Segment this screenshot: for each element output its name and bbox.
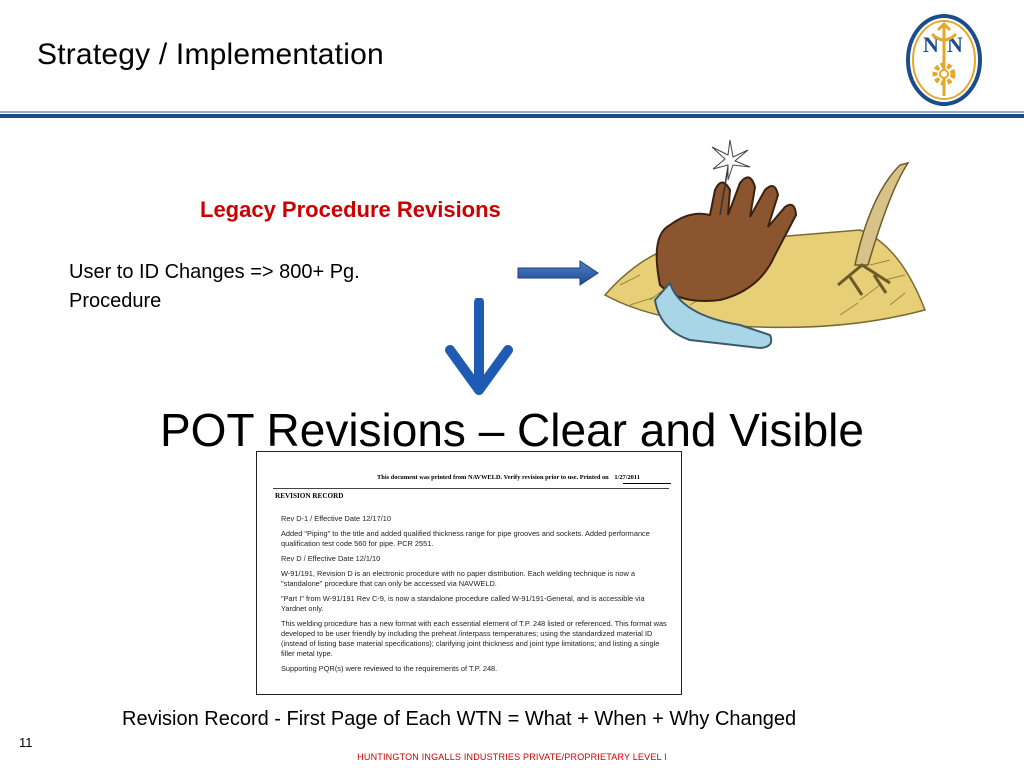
- doc-record-title: REVISION RECORD: [275, 492, 344, 500]
- nn-trident-gear-logo-icon: N N: [906, 14, 982, 106]
- body-text: User to ID Changes => 800+ Pg. Procedure: [69, 258, 469, 316]
- doc-paragraph: Added "Piping" to the title and added qu…: [281, 529, 650, 548]
- doc-banner-text: This document was printed from NAVWELD. …: [377, 474, 609, 481]
- doc-paragraph: This welding procedure has a new format …: [281, 619, 667, 658]
- doc-banner-underline: [623, 483, 671, 484]
- body-line: Procedure: [69, 290, 162, 312]
- doc-print-banner: This document was printed from NAVWELD. …: [377, 474, 640, 481]
- doc-header-rule: [273, 488, 669, 489]
- doc-banner-date: 1/27/2011: [614, 474, 640, 481]
- caption: Revision Record - First Page of Each WTN…: [122, 708, 797, 730]
- doc-paragraph: Rev D / Effective Date 12/1/10: [281, 554, 381, 563]
- body-line: User to ID Changes => 800+ Pg.: [69, 261, 360, 283]
- doc-paragraph: Supporting PQR(s) were reviewed to the r…: [281, 664, 498, 673]
- needle-in-haystack-illustration: [603, 139, 926, 350]
- revision-record-document: This document was printed from NAVWELD. …: [256, 451, 682, 695]
- doc-paragraph: Rev D-1 / Effective Date 12/17/10: [281, 514, 391, 523]
- doc-paragraph: W-91/191, Revision D is an electronic pr…: [281, 569, 635, 588]
- header-divider: [0, 114, 1024, 118]
- doc-paragraph: "Part I" from W-91/191 Rev C-9, is now a…: [281, 594, 645, 613]
- header-divider-thin: [0, 111, 1024, 113]
- svg-text:N: N: [923, 32, 939, 57]
- slide-title: Strategy / Implementation: [37, 38, 384, 71]
- section-heading: Legacy Procedure Revisions: [200, 197, 501, 222]
- footer-label: HUNTINGTON INGALLS INDUSTRIES PRIVATE/PR…: [357, 752, 667, 762]
- main-heading: POT Revisions – Clear and Visible: [160, 404, 864, 456]
- doc-content: Rev D-1 / Effective Date 12/17/10 Added …: [281, 514, 671, 679]
- arrow-right-icon: [517, 260, 599, 286]
- page-number: 11: [19, 735, 33, 750]
- arrow-down-icon: [445, 298, 513, 395]
